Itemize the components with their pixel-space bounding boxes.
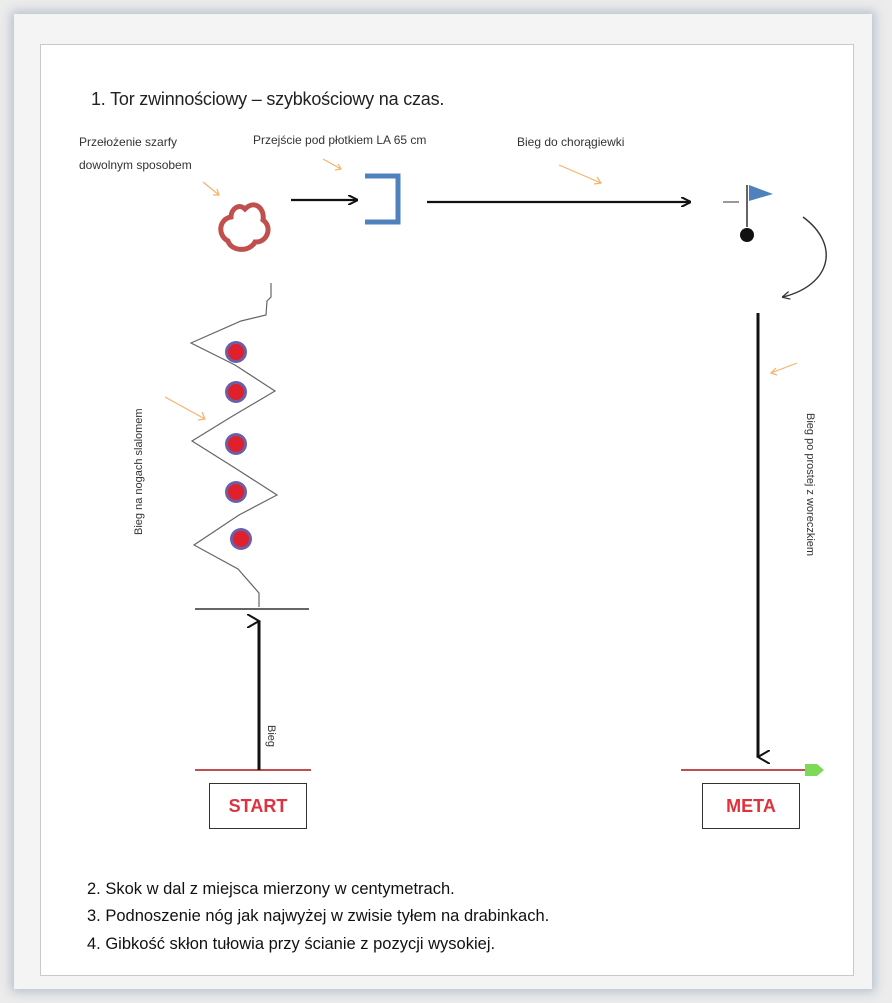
flag-run-label: Bieg do chorągiewki [517, 135, 625, 149]
exercise-item-2: 2. Skok w dal z miejsca mierzony w centy… [87, 880, 455, 898]
slalom-label: Bieg na nogach slalomem [133, 408, 145, 535]
scarf-label-line1: Przełożenie szarfy [79, 135, 178, 149]
hint-arrow-bag [769, 362, 798, 376]
diagram-card: 1. Tor zwinnościowy – szybkościowy na cz… [40, 44, 854, 976]
scarf-label-line2: dowolnym sposobem [79, 158, 192, 172]
cone-2 [225, 381, 247, 403]
hurdle-label: Przejście pod płotkiem LA 65 cm [253, 133, 427, 147]
bag-run-label: Bieg po prostej z woreczkiem [804, 413, 816, 557]
run-label: Bieg [265, 725, 277, 748]
finish-box: META [702, 783, 800, 829]
start-box: START [209, 783, 307, 829]
hurdle-icon [365, 173, 401, 225]
cone-3 [225, 433, 247, 455]
cone-4 [225, 481, 247, 503]
slalom-path [189, 283, 279, 607]
hint-arrow-hurdle [322, 158, 342, 171]
exercise-item-3: 3. Podnoszenie nóg jak najwyżej w zwisie… [87, 907, 550, 925]
flag-icon [723, 185, 773, 242]
hint-arrow-slalom [164, 396, 206, 421]
hint-arrow-scarf [202, 181, 220, 196]
scarf-icon [218, 202, 271, 252]
hint-arrow-flag [558, 164, 603, 185]
course-diagram [164, 158, 827, 776]
turn-arrow [783, 216, 827, 297]
cone-1 [225, 341, 247, 363]
cone-5 [230, 528, 252, 550]
finish-marker [805, 764, 824, 776]
exercise-item-4: 4. Gibkość skłon tułowia przy ścianie z … [87, 935, 496, 953]
page-title: 1. Tor zwinnościowy – szybkościowy na cz… [91, 89, 445, 109]
